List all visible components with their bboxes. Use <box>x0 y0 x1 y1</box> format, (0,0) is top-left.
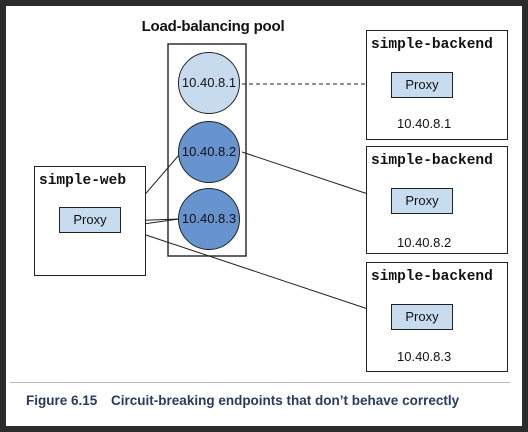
pool-node-2[interactable]: 10.40.8.2 <box>178 121 240 183</box>
backend-2-box[interactable]: simple-backend Proxy 10.40.8.2 <box>366 146 508 254</box>
backend-3-ip: 10.40.8.3 <box>397 349 452 364</box>
figure-caption-text: Circuit-breaking endpoints that don’t be… <box>111 393 460 408</box>
pool-title: Load-balancing pool <box>141 18 285 35</box>
backend-1-ip: 10.40.8.1 <box>397 116 452 131</box>
pool-node-1-ip: 10.40.8.1 <box>181 75 237 90</box>
simple-web-box[interactable]: simple-web Proxy <box>34 166 146 276</box>
figure-caption: Figure 6.15 Circuit-breaking endpoints t… <box>26 393 459 408</box>
pool-node-3[interactable]: 10.40.8.3 <box>178 188 240 250</box>
backend-3-proxy[interactable]: Proxy <box>391 304 453 330</box>
backend-1-title: simple-backend <box>371 37 493 53</box>
figure-number: Figure 6.15 <box>26 393 98 408</box>
backend-2-ip: 10.40.8.2 <box>397 235 452 250</box>
backend-2-proxy[interactable]: Proxy <box>391 188 453 214</box>
backend-1-proxy[interactable]: Proxy <box>391 72 453 98</box>
node2-to-backend2-arrow <box>241 151 390 202</box>
pool-node-3-ip: 10.40.8.3 <box>181 211 237 226</box>
simple-web-proxy[interactable]: Proxy <box>59 207 121 233</box>
web-to-backend3-arrow <box>121 226 390 317</box>
backend-1-box[interactable]: simple-backend Proxy 10.40.8.1 <box>366 30 508 140</box>
caption-divider <box>10 382 510 383</box>
pool-node-2-ip: 10.40.8.2 <box>181 144 237 159</box>
pool-node-1[interactable]: 10.40.8.1 <box>178 52 240 114</box>
backend-2-title: simple-backend <box>371 153 493 169</box>
simple-web-title: simple-web <box>39 173 127 189</box>
backend-3-title: simple-backend <box>371 269 493 285</box>
backend-3-box[interactable]: simple-backend Proxy 10.40.8.3 <box>366 262 508 372</box>
